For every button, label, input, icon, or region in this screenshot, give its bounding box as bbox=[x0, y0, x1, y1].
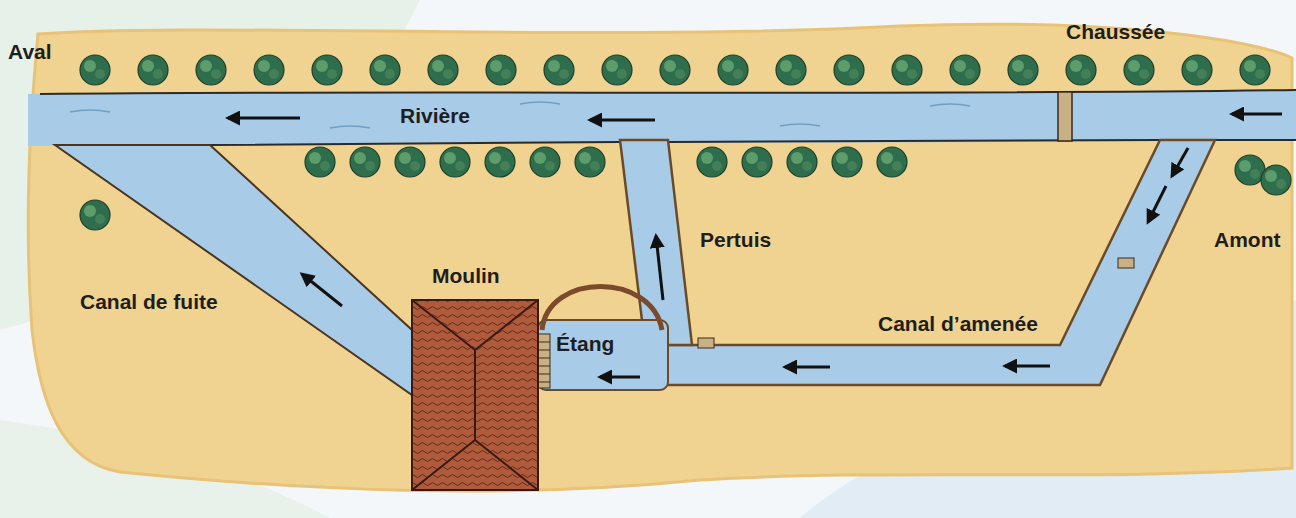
tree bbox=[370, 55, 400, 85]
tree bbox=[1008, 55, 1038, 85]
tailrace-canal bbox=[55, 145, 412, 395]
tailrace-label: Canal de fuite bbox=[80, 290, 218, 314]
tree bbox=[196, 55, 226, 85]
mill-building bbox=[412, 300, 538, 490]
tree bbox=[254, 55, 284, 85]
tree bbox=[575, 147, 605, 177]
tree bbox=[350, 147, 380, 177]
tree bbox=[312, 55, 342, 85]
tree bbox=[138, 55, 168, 85]
tree bbox=[787, 147, 817, 177]
pond-label: Étang bbox=[556, 332, 614, 356]
tree bbox=[1124, 55, 1154, 85]
headrace-canal bbox=[650, 140, 1215, 385]
tree bbox=[697, 147, 727, 177]
wheel-blades bbox=[538, 342, 550, 382]
tree bbox=[832, 147, 862, 177]
tree bbox=[530, 147, 560, 177]
tree bbox=[834, 55, 864, 85]
tree bbox=[395, 147, 425, 177]
tree bbox=[1066, 55, 1096, 85]
tree bbox=[1261, 165, 1291, 195]
tree bbox=[742, 147, 772, 177]
tree bbox=[1240, 55, 1270, 85]
tree bbox=[305, 147, 335, 177]
sluice-gate bbox=[698, 338, 714, 348]
tree bbox=[544, 55, 574, 85]
tree bbox=[485, 147, 515, 177]
tree bbox=[486, 55, 516, 85]
downstream-label: Aval bbox=[8, 40, 52, 64]
mill-label: Moulin bbox=[432, 264, 500, 288]
water-wheel bbox=[538, 334, 550, 388]
intake-gate bbox=[1118, 258, 1134, 268]
tree bbox=[776, 55, 806, 85]
tree bbox=[440, 147, 470, 177]
tree bbox=[660, 55, 690, 85]
tree bbox=[1182, 55, 1212, 85]
tree bbox=[877, 147, 907, 177]
pond-arch bbox=[542, 287, 662, 331]
tree bbox=[602, 55, 632, 85]
tree bbox=[892, 55, 922, 85]
upstream-label: Amont bbox=[1214, 228, 1281, 252]
river-label: Rivière bbox=[400, 104, 470, 128]
weir-label: Chaussée bbox=[1066, 20, 1165, 44]
mill-pond bbox=[538, 320, 668, 390]
tree bbox=[718, 55, 748, 85]
tree bbox=[80, 55, 110, 85]
tree-rows bbox=[80, 55, 1291, 230]
sluice-label: Pertuis bbox=[700, 228, 771, 252]
flow-arrows bbox=[228, 114, 1282, 377]
river bbox=[28, 90, 1296, 146]
weir bbox=[1058, 92, 1072, 141]
headrace-label: Canal d’amenée bbox=[878, 312, 1038, 336]
tree bbox=[80, 200, 110, 230]
tree bbox=[428, 55, 458, 85]
tree bbox=[950, 55, 980, 85]
